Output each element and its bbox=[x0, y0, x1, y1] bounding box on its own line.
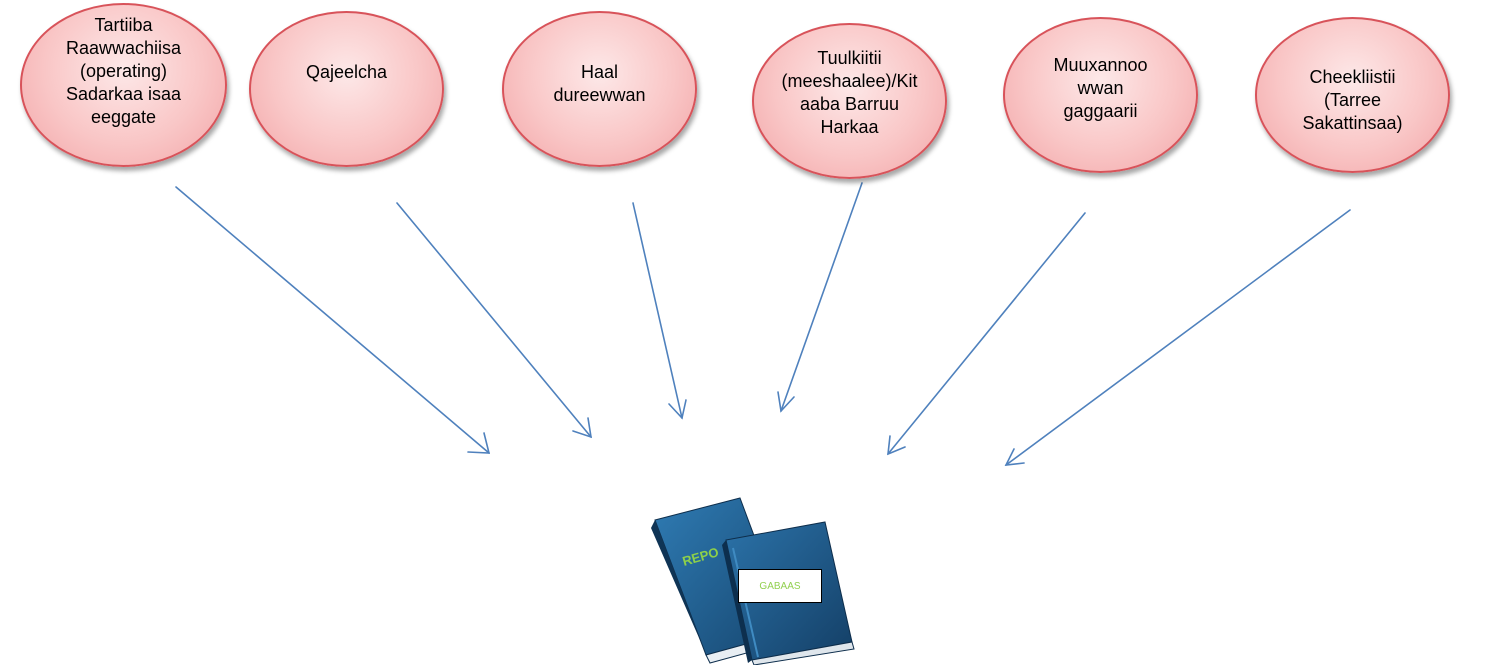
report-label: GABAAS bbox=[738, 569, 822, 603]
arrow-n5-to-report bbox=[887, 212, 1086, 456]
report-label-text: GABAAS bbox=[759, 580, 801, 592]
node-preconditions: Haal dureewwan bbox=[502, 11, 697, 167]
node-good-practices: Muuxannoo wwan gaggaarii bbox=[1003, 17, 1198, 173]
node-label: Qajeelcha bbox=[305, 62, 388, 82]
arrow-n1-to-report bbox=[175, 186, 491, 454]
node-label: Tuulkiitii (meeshaalee)/Kit aaba Barruu … bbox=[781, 48, 918, 137]
node-checklist: Cheekliistii (Tarree Sakattinsaa) bbox=[1255, 17, 1450, 173]
arrow-n6-to-report bbox=[1004, 209, 1351, 466]
node-operating-procedures: Tartiiba Raawwachiisa (operating) Sadark… bbox=[20, 3, 227, 167]
node-label: Haal dureewwan bbox=[553, 62, 646, 105]
arrow-n3-to-report bbox=[632, 202, 687, 420]
node-label: Tartiiba Raawwachiisa (operating) Sadark… bbox=[65, 15, 182, 127]
node-label: Muuxannoo wwan gaggaarii bbox=[1053, 55, 1148, 121]
node-guidelines: Qajeelcha bbox=[249, 11, 444, 167]
node-toolkits: Tuulkiitii (meeshaalee)/Kit aaba Barruu … bbox=[752, 23, 947, 179]
arrow-n2-to-report bbox=[396, 202, 592, 439]
arrow-n4-to-report bbox=[777, 182, 863, 413]
node-label: Cheekliistii (Tarree Sakattinsaa) bbox=[1302, 67, 1403, 133]
